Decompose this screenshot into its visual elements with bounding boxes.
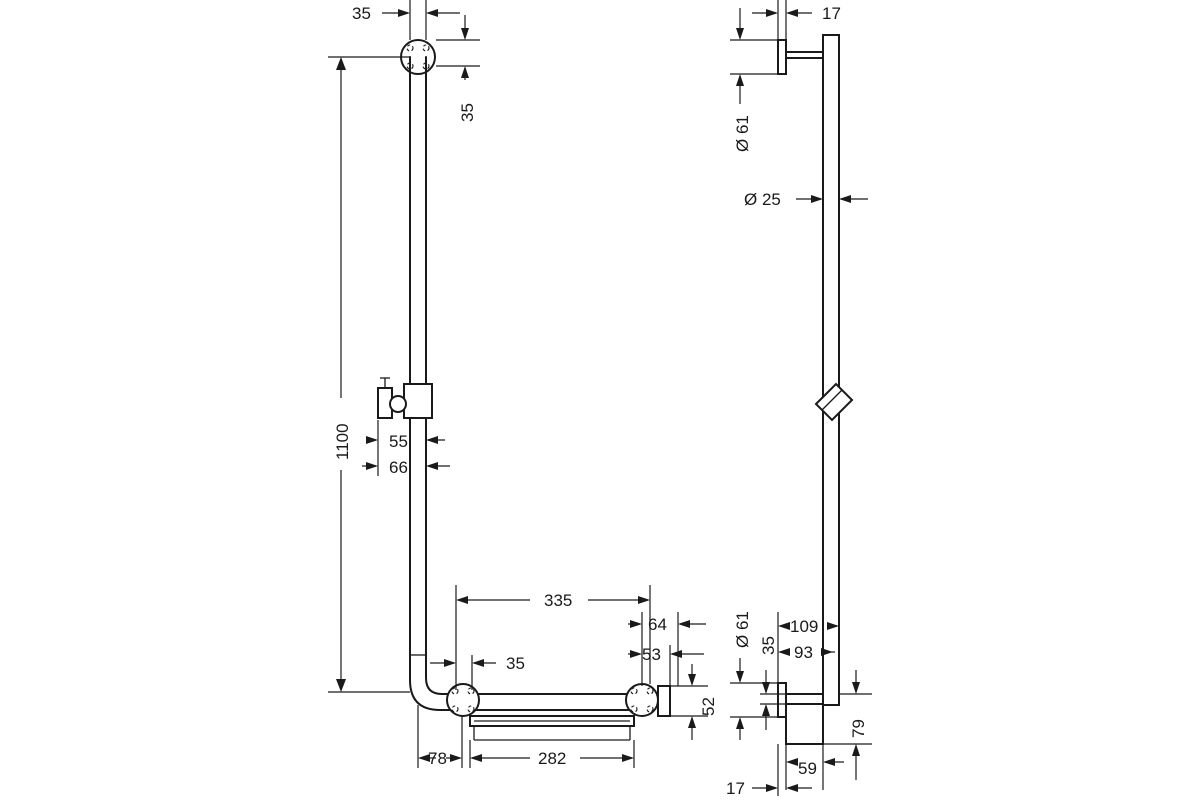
dimension-labels: 35 35 1100 55 66 335 35 64 53 52 78 282 … — [333, 4, 868, 798]
side-bar — [822, 34, 840, 706]
dim-side-17-bottom: 17 — [726, 779, 745, 798]
dim-side-79: 79 — [849, 719, 868, 738]
dim-top-offset-height: 35 — [458, 103, 477, 122]
shelf — [469, 715, 635, 741]
dim-holder-55: 55 — [389, 432, 408, 451]
dim-side-109: 109 — [790, 617, 818, 636]
dim-side-59: 59 — [798, 759, 817, 778]
vertical-rail — [409, 56, 641, 711]
dim-depth-53: 53 — [642, 645, 661, 664]
dimension-lines — [328, 0, 872, 796]
lower-right-rosette — [625, 683, 659, 717]
dim-offset-78: 78 — [428, 749, 447, 768]
side-top-rosette — [777, 39, 824, 75]
lower-left-rosette — [446, 683, 480, 717]
dim-bar-diameter-25: Ø 25 — [744, 190, 781, 209]
end-cap — [657, 685, 671, 717]
dim-shelf-282: 282 — [538, 749, 566, 768]
dim-height-52: 52 — [699, 697, 718, 716]
dim-bend-35: 35 — [506, 654, 525, 673]
dim-side-93: 93 — [794, 643, 813, 662]
front-view — [377, 39, 671, 741]
dim-holder-66: 66 — [389, 458, 408, 477]
shower-holder — [377, 377, 433, 419]
dim-depth-64: 64 — [648, 615, 667, 634]
dim-width-335: 335 — [544, 591, 572, 610]
dim-side-17-top: 17 — [822, 4, 841, 23]
dim-rosette-61-top: Ø 61 — [733, 115, 752, 152]
dim-total-height: 1100 — [333, 423, 352, 460]
dim-top-offset-width: 35 — [352, 4, 371, 23]
dim-rosette-61-bottom: Ø 61 — [733, 611, 752, 648]
side-bottom-rosette — [777, 682, 824, 745]
dim-side-35: 35 — [759, 636, 778, 655]
side-holder — [814, 382, 854, 422]
side-view — [777, 34, 854, 745]
